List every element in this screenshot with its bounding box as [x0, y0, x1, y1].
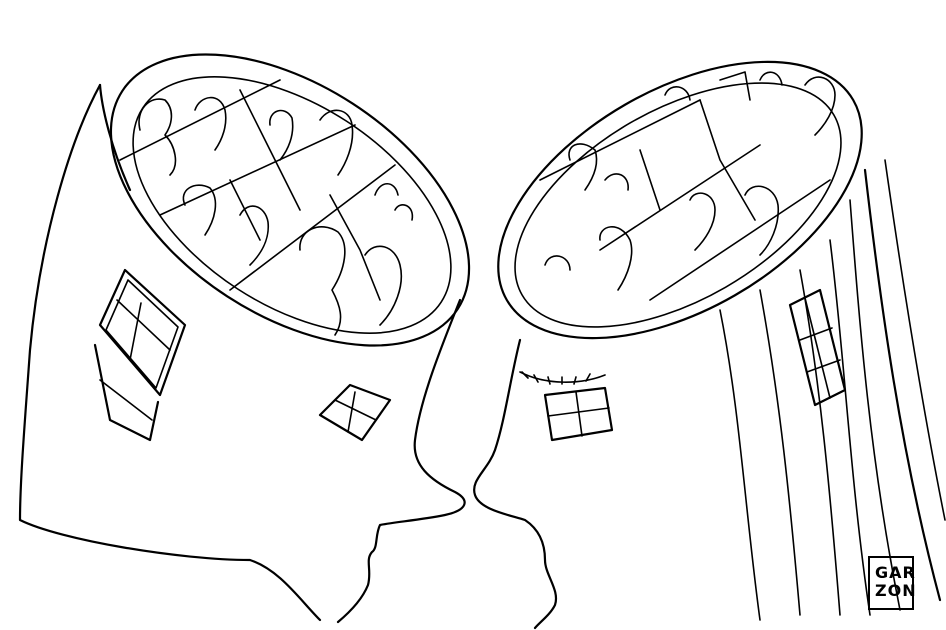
right-hair-window [788, 288, 847, 407]
signature-line-1: GAR [875, 563, 916, 582]
right-brain-inner-rim [514, 82, 842, 328]
left-head-side [98, 83, 132, 192]
left-face-profile [336, 298, 466, 624]
right-head [473, 60, 946, 630]
right-face-window [543, 386, 614, 442]
left-head [18, 53, 471, 624]
right-hair-strand [863, 168, 942, 602]
left-head-outline [18, 83, 322, 622]
left-brain-rim [109, 53, 471, 347]
right-face-profile [473, 338, 558, 630]
left-back-window [93, 268, 187, 442]
artist-signature: GAR ZON [868, 556, 917, 610]
right-brain-rim [497, 60, 863, 340]
signature-line-2: ZON [875, 581, 917, 600]
left-face-window [318, 383, 392, 442]
